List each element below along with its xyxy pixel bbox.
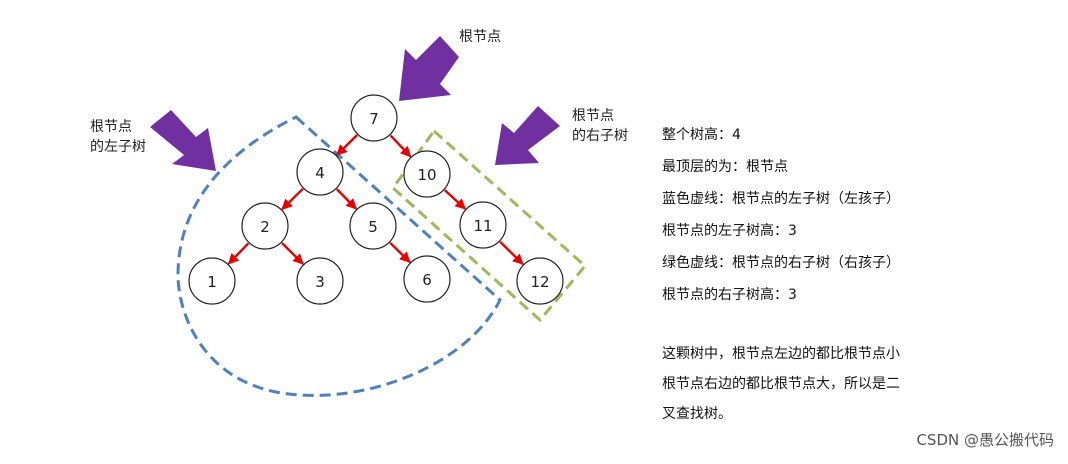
tree-edge [281,187,304,211]
tree-node-label: 1 [207,273,217,291]
tree-edges [227,134,524,266]
tree-edge [499,240,524,266]
tree-node-circle [350,94,398,142]
tree-edge [281,242,304,265]
tree-node-label: 6 [422,271,432,289]
tree-edge [389,241,411,264]
tree-node-circle [349,202,397,250]
tree-node-label: 7 [369,110,379,128]
root-callout-arrow [399,36,459,101]
tree-node-label: 12 [530,273,549,291]
tree-node-5: 5 [349,202,397,250]
note-paragraph-line: 叉查找树。 [662,406,732,422]
tree-edge [443,189,467,210]
tree-node-6: 6 [403,255,451,303]
tree-node-label: 3 [315,273,325,291]
tree-node-label: 10 [417,166,436,184]
note-green-dashed: 绿色虚线：根节点的右子树（右孩子） [662,255,900,271]
tree-node-circle [296,257,344,305]
tree-node-circle [516,257,564,305]
tree-edge [389,134,412,158]
right-subtree-callout-arrow [495,106,560,165]
tree-node-12: 12 [516,257,564,305]
tree-node-2: 2 [241,202,289,250]
tree-node-11: 11 [459,201,507,249]
tree-node-circle [296,148,344,196]
tree-node-label: 4 [315,164,325,182]
tree-node-10: 10 [403,150,451,198]
note-left-height: 根节点的左子树高：3 [662,223,797,239]
root-callout-label: 根节点 [459,29,501,45]
left-subtree-outline [176,115,502,397]
left-callout-line1: 根节点 [90,119,132,135]
left-subtree-callout-arrow [150,110,216,171]
note-top-level: 最顶层的为：根节点 [662,159,788,175]
tree-node-3: 3 [296,257,344,305]
tree-node-circle [241,202,289,250]
note-blue-dashed: 蓝色虚线：根节点的左子树（左孩子） [662,191,900,207]
note-paragraph-line: 根节点右边的都比根节点大，所以是二 [662,376,900,392]
tree-edge [227,242,250,265]
tree-node-circle [188,257,236,305]
tree-node-label: 11 [473,217,492,235]
tree-node-1: 1 [188,257,236,305]
tree-node-7: 7 [350,94,398,142]
right-subtree-callout-label: 根节点 的右子树 [572,106,628,146]
left-callout-line2: 的左子树 [90,139,146,155]
tree-node-label: 5 [368,218,378,236]
right-callout-line1: 根节点 [572,108,614,124]
watermark: CSDN @愚公搬代码 [916,431,1054,449]
tree-node-circle [403,255,451,303]
note-paragraph-line: 这颗树中，根节点左边的都比根节点小 [662,346,900,362]
tree-edge [335,188,358,210]
tree-node-circle [459,201,507,249]
tree-node-4: 4 [296,148,344,196]
left-subtree-callout-label: 根节点 的左子树 [90,117,146,157]
notes-panel: 整个树高：4 最顶层的为：根节点 蓝色虚线：根节点的左子树（左孩子） 根节点的左… [662,119,1042,429]
right-callout-line2: 的右子树 [572,128,628,144]
note-right-height: 根节点的右子树高：3 [662,287,797,303]
tree-node-label: 2 [260,218,270,236]
tree-node-circle [403,150,451,198]
note-tree-height: 整个树高：4 [662,127,741,143]
tree-edge [336,134,358,156]
